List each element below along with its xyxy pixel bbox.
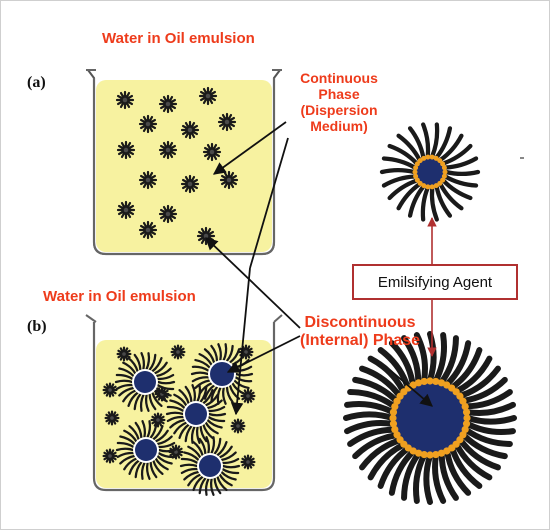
continuous-arrow-3 <box>230 267 251 416</box>
small-water-droplet-b <box>170 344 186 360</box>
small-water-droplet-b <box>150 412 166 428</box>
micelle-small-body <box>379 122 481 222</box>
discontinuous-arrow-2 <box>226 335 301 373</box>
water-droplets-a <box>115 86 239 246</box>
label-panel-b: (b) <box>27 318 47 335</box>
stabilized-water-droplet <box>115 420 177 480</box>
water-droplet-a <box>180 174 200 194</box>
discontinuous-arrow-1 <box>205 237 301 329</box>
water-droplet-a <box>138 220 158 240</box>
continuous-arrow-2 <box>249 137 289 269</box>
label-panel-a: (a) <box>27 74 46 91</box>
discontinuous-arrow-3 <box>389 369 433 407</box>
water-droplet-a <box>217 112 237 132</box>
title-panel-a: Water in Oil emulsion <box>102 30 255 47</box>
water-droplet-a <box>180 120 200 140</box>
water-droplet-a <box>158 204 178 224</box>
continuous-arrow-1 <box>212 121 287 175</box>
stabilized-water-droplet <box>114 352 176 412</box>
beaker-b <box>85 314 283 496</box>
emulsifying-agent-box: Emilsifying Agent <box>352 264 518 300</box>
small-water-droplet-b <box>240 388 256 404</box>
small-water-droplet-b <box>102 448 118 464</box>
water-droplet-a <box>158 94 178 114</box>
small-water-droplet-b <box>240 454 256 470</box>
small-water-droplet-b <box>104 410 120 426</box>
water-droplet-a <box>116 200 136 220</box>
continuous-phase-annotation: Continuous Phase (Dispersion Medium) <box>284 70 394 134</box>
beaker-a <box>86 69 282 256</box>
small-droplets-b <box>102 344 256 470</box>
continuous-line-4: Medium) <box>310 118 368 135</box>
discontinuous-line-1: Discontinuous <box>304 314 416 331</box>
water-droplet-a <box>202 142 222 162</box>
title-panel-b: Water in Oil emulsion <box>43 288 196 305</box>
discontinuous-phase-annotation: Discontinuous (Internal) Phase <box>282 314 438 351</box>
water-droplet-a <box>115 90 135 110</box>
small-water-droplet-b <box>116 346 132 362</box>
small-water-droplet-b <box>230 418 246 434</box>
small-water-droplet-b <box>102 382 118 398</box>
emulsifier-micelle-small <box>379 122 481 222</box>
continuous-line-1: Continuous <box>300 70 378 86</box>
water-droplet-a <box>138 114 158 134</box>
water-droplet-a <box>116 140 136 160</box>
stabilized-water-droplet <box>165 384 227 444</box>
water-droplet-a <box>198 86 218 106</box>
stabilized-water-droplet <box>179 436 241 496</box>
water-droplet-a <box>158 140 178 160</box>
continuous-line-2: Phase <box>318 86 360 103</box>
water-droplet-a <box>138 170 158 190</box>
emulsifying-agent-label: Emilsifying Agent <box>377 273 493 291</box>
continuous-line-3: (Dispersion <box>300 102 378 119</box>
micelle-large-body <box>343 331 517 505</box>
emulsifier-micelle-large <box>343 331 517 505</box>
discontinuous-line-2: (Internal) Phase <box>299 332 421 350</box>
